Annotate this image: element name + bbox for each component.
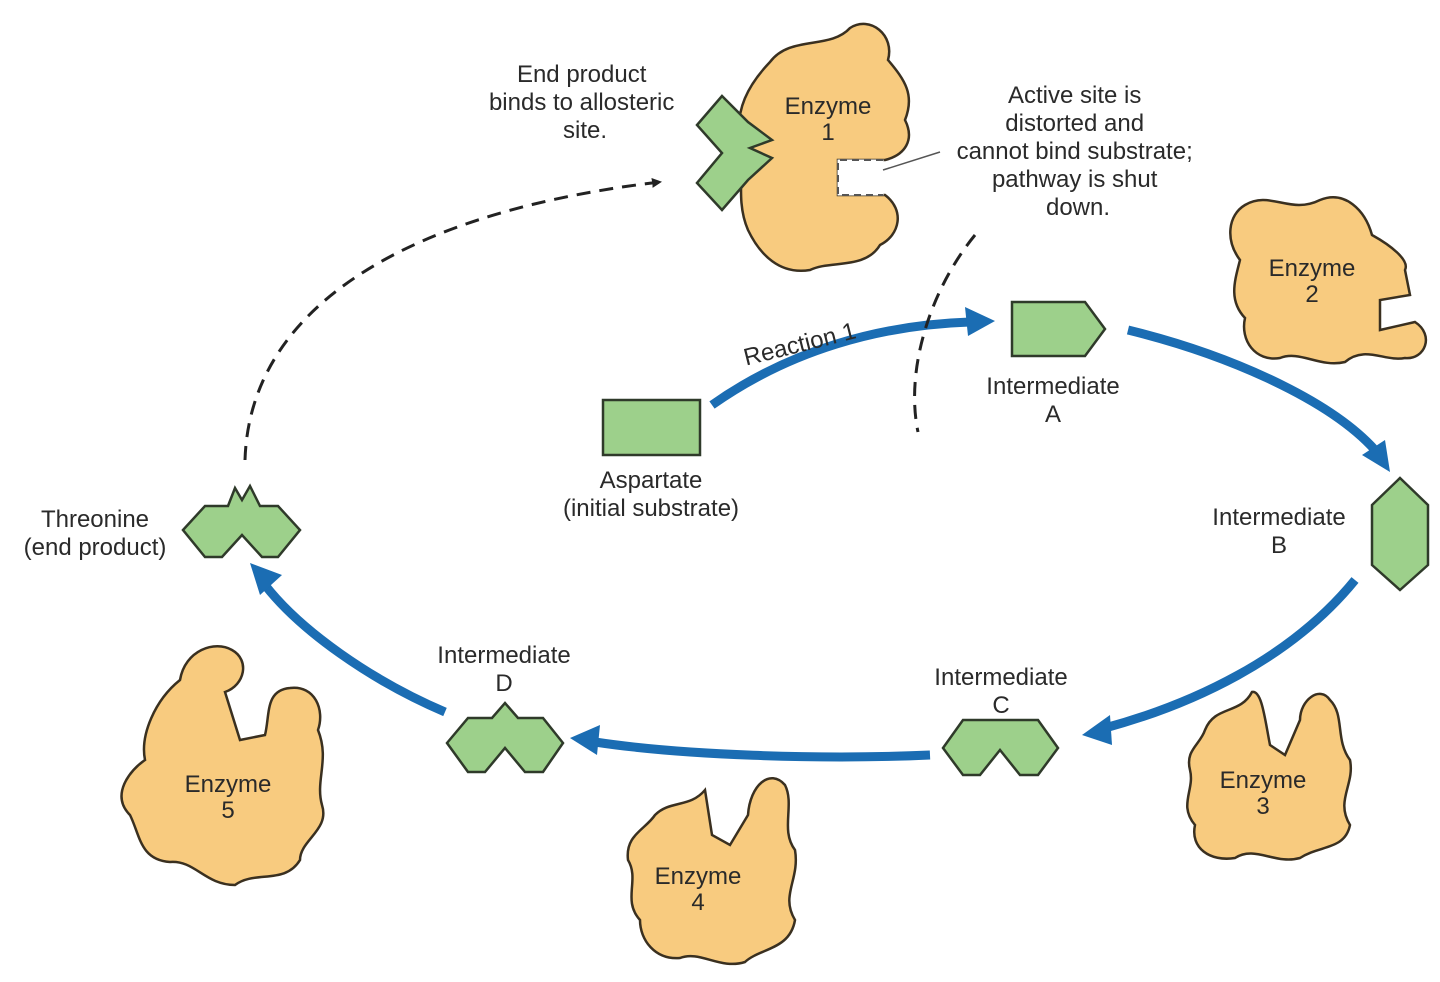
- aspartate-shape: [601, 398, 702, 457]
- intermediate-c-shape: [941, 718, 1060, 777]
- intermediate-d-shape: [445, 701, 565, 774]
- intermediate-b-shape: [1370, 476, 1430, 592]
- intermediate-a-shape: [1010, 300, 1107, 358]
- threonine-shape: [181, 483, 302, 559]
- reaction-arrows: [250, 307, 1390, 762]
- reaction-1-arrow: [709, 317, 971, 409]
- threonine-label: Threonine(end product): [24, 506, 167, 561]
- enzyme-4: [626, 777, 798, 966]
- enzyme-2: [1229, 196, 1427, 365]
- enzyme-3: [1186, 690, 1353, 861]
- pathway-shutdown-line: [913, 234, 977, 433]
- active-site-note: Active site is distorted and cannot bind…: [957, 82, 1200, 221]
- allosteric-end-product: [695, 94, 775, 212]
- callout-line: [882, 151, 941, 171]
- reaction-1-label: Reaction 1: [741, 318, 859, 372]
- end-product-note: End product binds to allosteric site.: [489, 61, 681, 144]
- feedback-inhibition-arrow: [243, 177, 662, 461]
- enzyme-5: [120, 645, 325, 887]
- aspartate-label: Aspartate(initial substrate): [563, 467, 739, 522]
